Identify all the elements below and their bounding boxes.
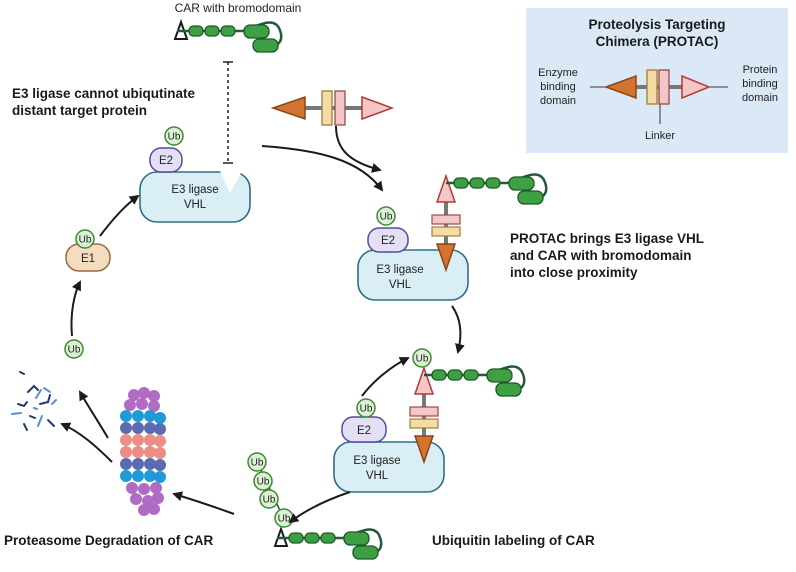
e1-label: E1 — [81, 253, 95, 265]
legend-protein-line1: Protein — [743, 64, 778, 76]
e3-ligase-body — [139, 171, 251, 223]
arrow-to-ternary-complex — [261, 145, 384, 192]
e2-enzyme — [149, 147, 183, 173]
ubiquitin-icon — [164, 126, 184, 146]
ubiquitin-icon — [253, 471, 273, 491]
ub-label: Ub — [380, 212, 393, 223]
bound-car-protein — [446, 175, 546, 204]
ubiquitin-icon — [412, 348, 432, 368]
ubiquitin-transfer-complex: E3 ligase VHL E2 Ub Ub — [333, 348, 524, 493]
bound-car-protein — [424, 367, 524, 396]
ubiquitin-labeling-label: Ubiquitin labeling of CAR — [432, 533, 595, 548]
ub-label: Ub — [251, 458, 264, 469]
e3-ligase-complex-1: E3 ligase VHL E2 Ub — [139, 126, 251, 223]
e3-ligase-label: E3 ligase — [376, 264, 423, 276]
protac-brings-line3: into close proximity — [510, 265, 638, 280]
no-ubiquitination-line2: distant target protein — [12, 103, 147, 118]
e2-enzyme — [367, 227, 409, 253]
ubiquitin-icon — [356, 398, 376, 418]
ub-label: Ub — [416, 354, 429, 365]
no-ubiquitination-line1: E3 ligase cannot ubiqutinate — [12, 86, 196, 101]
arrow-to-fragments-lower — [60, 422, 113, 463]
proteasome-cap-top — [124, 387, 160, 412]
free-ubiquitin-icon — [64, 339, 84, 359]
ubiquitin-icon — [75, 229, 95, 249]
ub-label: Ub — [68, 345, 81, 356]
legend-title-line2: Chimera (PROTAC) — [596, 34, 719, 49]
legend-protac-molecule — [603, 69, 711, 105]
ub-label: Ub — [79, 235, 92, 246]
ubiquitin-icon — [259, 489, 279, 509]
peptide-fragments — [11, 371, 57, 431]
legend-enzyme-line1: Enzyme — [538, 67, 578, 79]
cycle-arrows — [60, 125, 465, 524]
ub-label: Ub — [278, 514, 291, 525]
protac-brings-line1: PROTAC brings E3 ligase VHL — [510, 231, 704, 246]
protac-brings-line2: and CAR with bromodomain — [510, 248, 692, 263]
protac-legend-panel: Proteolysis Targeting Chimera (PROTAC) E… — [526, 8, 788, 153]
proteasome-degradation-label: Proteasome Degradation of CAR — [4, 533, 214, 548]
arrow-to-fragments-upper — [79, 390, 109, 439]
e3-ligase-label: E3 ligase — [171, 184, 218, 196]
ubiquitin-icon — [376, 206, 396, 226]
proteasome-core — [120, 410, 166, 483]
proteasome-cap-bottom — [126, 482, 164, 516]
arrow-ub-transfer — [361, 357, 410, 397]
legend-enzyme-line2: binding — [540, 81, 575, 93]
ub-label: Ub — [168, 132, 181, 143]
legend-linker-label: Linker — [645, 130, 675, 142]
ub-label: Ub — [360, 404, 373, 415]
arrow-e1-to-e2 — [99, 194, 140, 237]
free-protac-molecule — [271, 89, 394, 127]
e3-ligase-label: E3 ligase — [353, 455, 400, 467]
arrow-ub-to-e1 — [70, 280, 81, 337]
legend-protein-line2: binding — [742, 78, 777, 90]
arrow-to-transfer — [451, 305, 465, 354]
legend-protein-line3: domain — [742, 92, 778, 104]
vhl-label: VHL — [389, 279, 412, 291]
e3-ligase-body — [357, 249, 469, 301]
arrow-to-proteasome — [172, 491, 235, 515]
arrow-protac-joins — [335, 125, 382, 173]
legend-title-line1: Proteolysis Targeting — [588, 17, 725, 32]
vhl-label: VHL — [184, 199, 207, 211]
e2-label: E2 — [357, 425, 371, 437]
ternary-complex: E3 ligase VHL E2 Ub — [357, 175, 546, 301]
ub-label: Ub — [257, 477, 270, 488]
ub-label: Ub — [263, 495, 276, 506]
e2-label: E2 — [159, 155, 173, 167]
vhl-label: VHL — [366, 470, 389, 482]
arrow-to-polyubiquitinated — [288, 491, 351, 524]
e3-ligase-body — [333, 441, 445, 493]
free-car-protein — [175, 22, 281, 52]
proteasome — [120, 387, 166, 516]
ubiquitin-icon — [247, 452, 267, 472]
e2-label: E2 — [381, 235, 395, 247]
e3-binding-pocket — [220, 171, 242, 193]
legend-enzyme-line3: domain — [540, 95, 576, 107]
car-protein — [275, 529, 381, 559]
e1-enzyme-group: E1 Ub — [65, 229, 111, 272]
car-with-bromodomain-label: CAR with bromodomain — [175, 1, 302, 15]
